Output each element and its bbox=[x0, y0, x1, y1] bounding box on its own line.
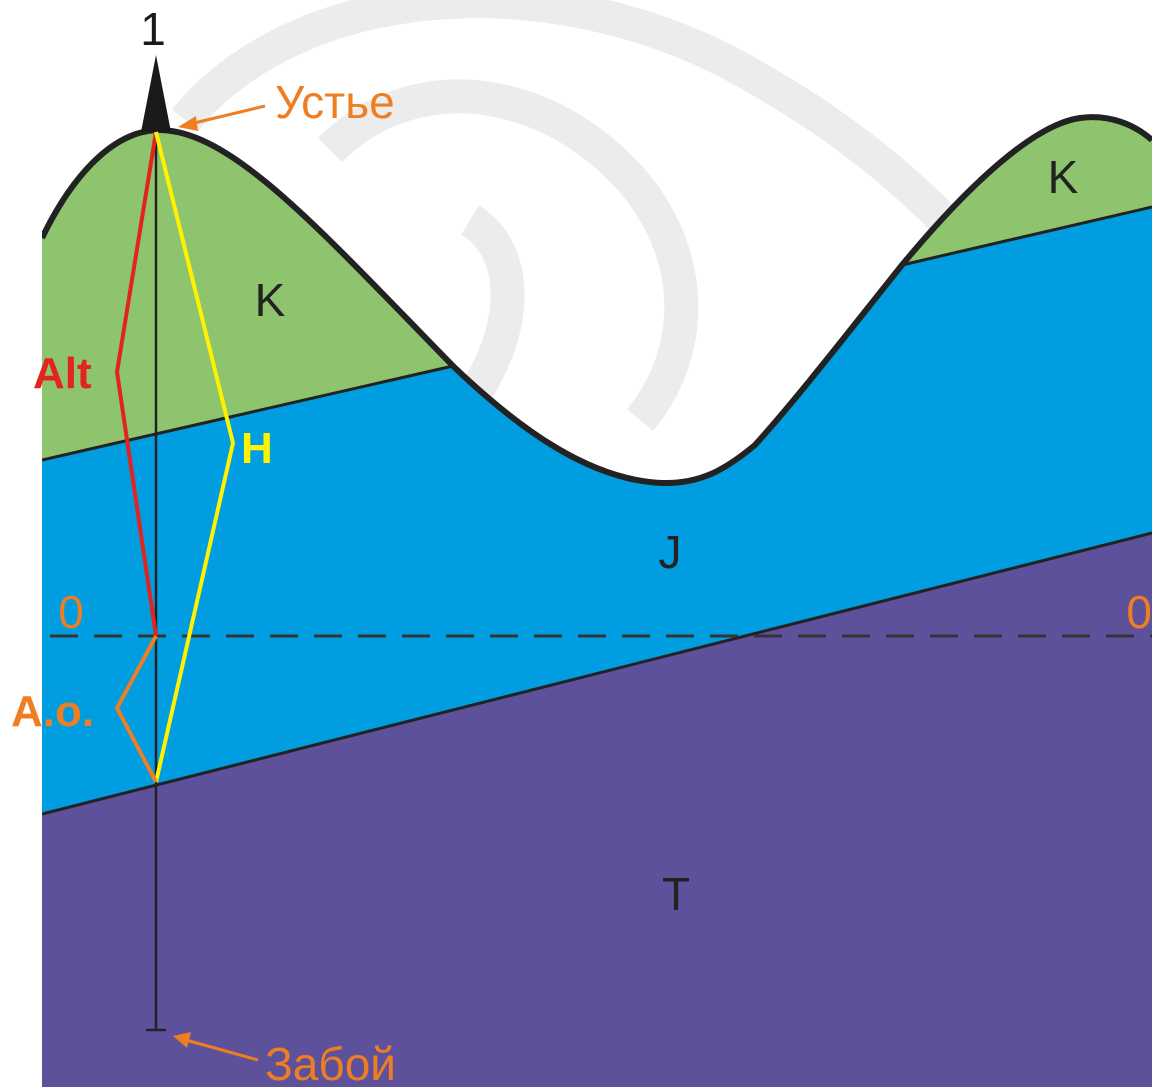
well-number: 1 bbox=[140, 3, 166, 55]
layer-label-t: T bbox=[662, 868, 690, 920]
boundary-k-j-right bbox=[901, 205, 1152, 267]
watermark-arc-core bbox=[455, 205, 525, 410]
zero-label-right: 0 bbox=[1126, 586, 1152, 638]
layer-label-k-left: K bbox=[255, 274, 286, 326]
well-head-icon bbox=[141, 55, 171, 132]
boundary-j-t bbox=[42, 531, 1152, 816]
ao-label: A.o. bbox=[11, 687, 94, 736]
alt-label: Alt bbox=[33, 349, 92, 398]
watermark-arc-inner bbox=[317, 79, 699, 431]
ground-surface bbox=[42, 114, 1152, 487]
h-label: H bbox=[241, 424, 273, 473]
layer-t bbox=[42, 533, 1152, 1087]
bottom-label: Забой bbox=[265, 1038, 396, 1087]
alt-bracket bbox=[114, 131, 158, 637]
zero-label-left: 0 bbox=[58, 586, 84, 638]
layer-label-j: J bbox=[659, 526, 682, 578]
boundary-k-j-left bbox=[42, 364, 454, 462]
mouth-label: Устье bbox=[275, 76, 395, 128]
ao-bracket bbox=[114, 635, 158, 783]
bottom-arrow bbox=[173, 1032, 259, 1062]
mouth-arrow bbox=[178, 104, 266, 131]
layer-k-right bbox=[902, 117, 1152, 265]
layer-label-k-right: K bbox=[1048, 151, 1079, 203]
h-bracket bbox=[154, 131, 236, 783]
layer-j bbox=[42, 207, 1152, 814]
